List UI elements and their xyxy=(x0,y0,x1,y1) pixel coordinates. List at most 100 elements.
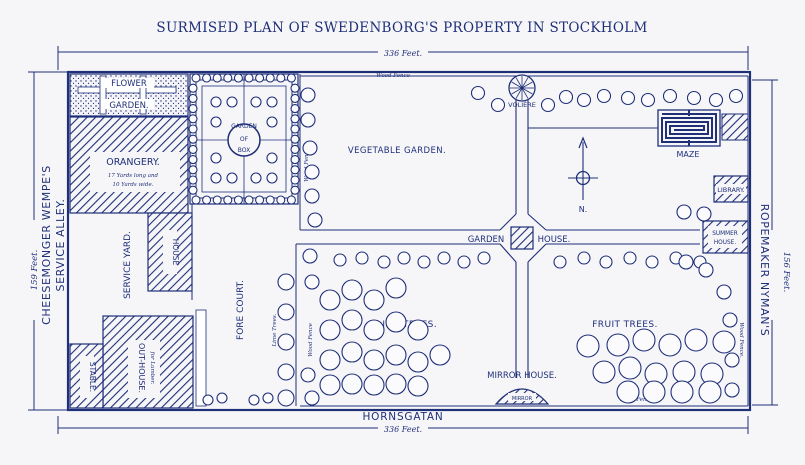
box-shrub xyxy=(188,144,198,154)
box-shrub xyxy=(210,96,222,108)
hedge-tree xyxy=(724,382,740,398)
box-shrub xyxy=(255,73,265,83)
hedge-tree xyxy=(262,392,274,404)
lime-tree xyxy=(407,319,429,341)
lime-tree xyxy=(277,363,295,381)
hedge-tree xyxy=(724,352,740,368)
voliere-label: VOLIÈRE xyxy=(508,100,536,109)
box-shrub xyxy=(202,195,212,205)
library-label: LIBRARY. xyxy=(717,186,745,194)
hedge-tree xyxy=(304,164,320,180)
box-shrub xyxy=(188,83,198,93)
path-tree xyxy=(377,255,391,269)
hedge-tree xyxy=(698,262,714,278)
hedge-tree xyxy=(576,92,592,108)
lime-tree xyxy=(277,389,295,407)
hedge-tree xyxy=(686,90,702,106)
wood-fence-bottom: Wood Fence xyxy=(619,397,654,403)
hedge-tree xyxy=(696,206,712,222)
orangery-label: ORANGERY. xyxy=(106,157,160,168)
box-shrub xyxy=(188,165,198,175)
lime-tree xyxy=(385,311,407,333)
fruit-tree xyxy=(576,334,600,358)
dimension-bottom: 336 Feet. xyxy=(384,425,422,434)
box-shrub xyxy=(265,195,275,205)
box-garden-shrubs xyxy=(188,73,300,205)
lime-trees-label: LIME TREES. xyxy=(377,320,437,330)
service-yard-label: SERVICE YARD. xyxy=(123,231,133,299)
wood-fence-top: Wood Fence xyxy=(376,73,411,79)
hedge-tree xyxy=(728,88,744,104)
box-shrub xyxy=(266,96,278,108)
path-tree xyxy=(457,255,471,269)
hedge-tree xyxy=(470,85,486,101)
hedge-tree xyxy=(300,367,316,383)
box-shrub xyxy=(210,152,222,164)
hedge-tree xyxy=(304,390,320,406)
box-shrub xyxy=(188,155,198,165)
box-shrub xyxy=(290,124,300,134)
fruit-tree xyxy=(670,380,694,404)
hedge-tree xyxy=(596,88,612,104)
hedge-tree xyxy=(300,87,316,103)
hedge-tree xyxy=(662,88,678,104)
box-shrub xyxy=(226,172,238,184)
box-shrub xyxy=(290,165,300,175)
trees xyxy=(202,85,744,407)
out-house-label: OUT-HOUSE. xyxy=(137,343,146,393)
box-shrub xyxy=(290,155,300,165)
box-center xyxy=(227,123,261,157)
lime-tree xyxy=(277,303,295,321)
lime-trees-small-label: Lime Trees. xyxy=(272,313,278,347)
vegetable-garden-label: VEGETABLE GARDEN. xyxy=(348,146,446,156)
hedge-tree xyxy=(307,212,323,228)
garden-house-label-2: HOUSE. xyxy=(538,235,571,245)
fruit-tree xyxy=(642,380,666,404)
lime-tree xyxy=(363,349,385,371)
path-tree xyxy=(437,251,451,265)
hedge-tree xyxy=(248,394,260,406)
box-shrub xyxy=(265,73,275,83)
fore-court-label: FORE COURT. xyxy=(236,280,246,340)
box-shrub xyxy=(266,172,278,184)
box-shrub xyxy=(290,185,300,195)
box-shrub xyxy=(188,104,198,114)
box-shrub xyxy=(290,134,300,144)
lime-tree xyxy=(363,289,385,311)
box-shrub xyxy=(188,134,198,144)
fruit-tree xyxy=(606,333,630,357)
lime-tree xyxy=(363,319,385,341)
hedge-tree xyxy=(304,274,320,290)
box-shrub xyxy=(188,185,198,195)
lime-tree xyxy=(385,277,407,299)
lime-tree xyxy=(429,344,451,366)
hedge-tree xyxy=(676,204,692,220)
hedge-tree xyxy=(620,90,636,106)
voliere-spokes xyxy=(510,76,534,100)
box-shrub xyxy=(290,144,300,154)
lime-tree xyxy=(385,344,407,366)
street-cheesemonger: CHEESEMONGER WEMPE'S xyxy=(40,165,53,325)
wood-fence-left-1: Wood Fence xyxy=(304,147,310,182)
stable-label: STABLE. xyxy=(88,362,97,392)
dimension-left: 159 Feet. xyxy=(30,250,40,291)
box-shrub xyxy=(233,195,243,205)
fruit-tree xyxy=(698,380,722,404)
box-shrub xyxy=(276,195,286,205)
hedge-tree xyxy=(302,248,318,264)
dimension-top: 336 Feet. xyxy=(384,49,422,58)
box-shrub xyxy=(188,114,198,124)
maze-side-structure xyxy=(721,113,749,141)
hedge-tree xyxy=(302,140,318,156)
lime-tree xyxy=(319,289,341,311)
box-shrub xyxy=(286,195,296,205)
box-shrub xyxy=(276,73,286,83)
path-tree xyxy=(623,251,637,265)
fruit-tree xyxy=(684,328,708,352)
box-shrub xyxy=(210,172,222,184)
hedge-tree xyxy=(716,284,732,300)
box-shrub xyxy=(255,195,265,205)
box-shrub xyxy=(290,114,300,124)
box-shrub xyxy=(244,73,254,83)
